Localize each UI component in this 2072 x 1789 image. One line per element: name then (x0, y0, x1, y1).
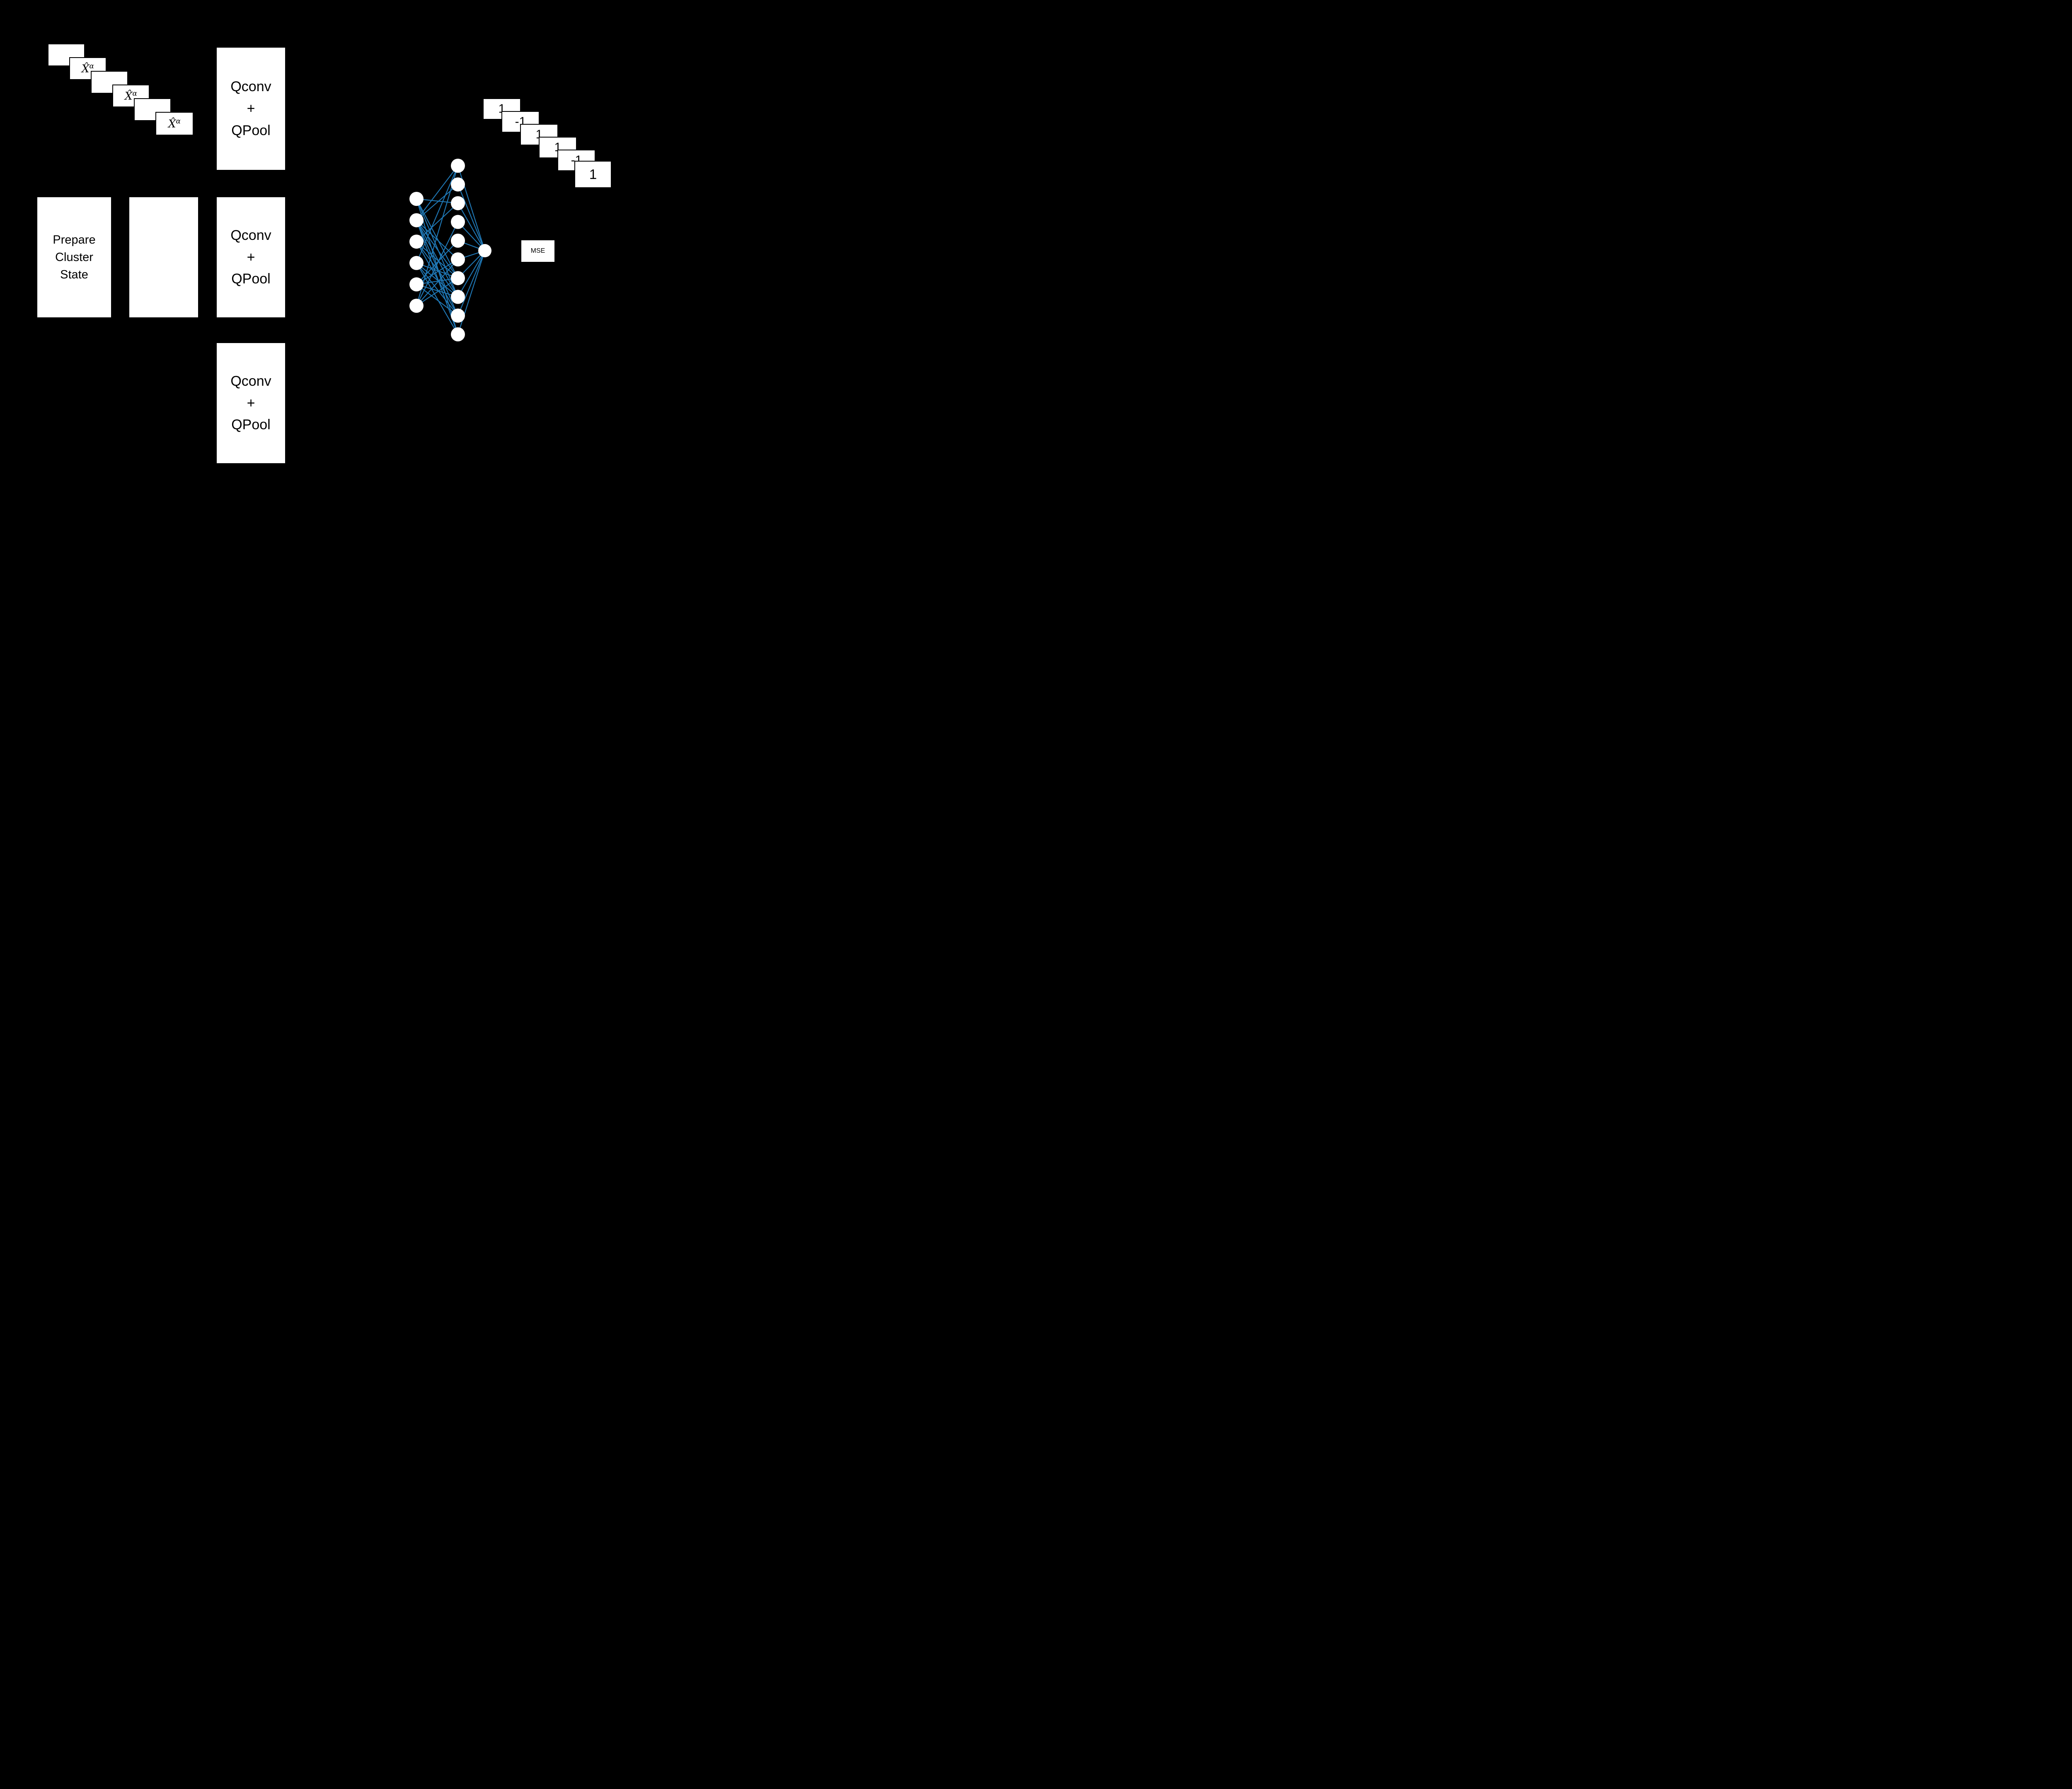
qconv-qpool-label: Qconv + QPool (230, 79, 271, 138)
input-node (409, 213, 424, 227)
hidden-node (451, 308, 465, 323)
network-edge (416, 222, 458, 306)
network-edge (416, 220, 458, 297)
network-edge (416, 198, 459, 297)
hidden-node (451, 327, 465, 341)
mse-label: MSE (530, 247, 545, 254)
network-edge (416, 165, 458, 221)
hidden-node (451, 271, 465, 285)
qconv-qpool-label: Qconv + QPool (230, 373, 271, 433)
measurement-value: 1 (589, 167, 597, 182)
input-node (409, 299, 424, 313)
network-edge (416, 278, 458, 306)
input-node (409, 235, 424, 249)
hidden-node (451, 252, 465, 267)
network-edge (416, 259, 458, 285)
input-node (409, 192, 424, 206)
network-edge (416, 220, 459, 316)
network-edge (416, 241, 458, 297)
network-edge (416, 165, 459, 306)
network-edge (457, 250, 486, 316)
input-node (409, 277, 424, 292)
network-edge (416, 284, 458, 297)
network-edge (416, 263, 458, 335)
neural-network (409, 159, 491, 341)
input-state-card: X̂α (69, 57, 107, 80)
input-node (409, 256, 424, 270)
network-edge (416, 262, 458, 297)
hidden-node (451, 233, 465, 248)
mse-block: MSE (521, 240, 554, 262)
hidden-node (451, 290, 465, 304)
qcnn-diagram: X̂α X̂α X̂α Qconv + QPool Prepare Cluste… (0, 0, 650, 503)
qconv-qpool-block-2: Qconv + QPool (217, 197, 285, 317)
network-edge (416, 240, 458, 285)
prepare-cluster-state-block: Prepare Cluster State (37, 197, 111, 317)
qconv-qpool-block-3: Qconv + QPool (217, 343, 285, 463)
network-edge (416, 198, 458, 278)
hidden-node (451, 215, 465, 229)
hidden-node (451, 196, 465, 210)
network-edge (416, 203, 458, 242)
network-edge (416, 262, 458, 279)
input-state-label: X̂α (125, 89, 137, 103)
prepare-cluster-state-label: Prepare Cluster State (53, 233, 96, 282)
qconv-qpool-label: Qconv + QPool (230, 227, 271, 287)
input-state-label: X̂α (168, 117, 181, 131)
network-edge (416, 165, 459, 264)
input-state-card: X̂α (155, 112, 194, 135)
output-node (478, 244, 491, 257)
hidden-node (451, 177, 465, 192)
hidden-node (451, 159, 465, 173)
network-edge (457, 184, 486, 251)
network-edge (416, 263, 458, 316)
network-edge (416, 259, 458, 306)
network-edge (457, 203, 485, 251)
network-edge (416, 284, 458, 316)
input-state-label: X̂α (82, 62, 94, 75)
network-edge (416, 220, 458, 260)
network-edge (416, 241, 458, 316)
measurement-card: 1 (574, 161, 612, 188)
empty-block (129, 197, 198, 317)
qconv-qpool-block-1: Qconv + QPool (217, 48, 285, 170)
network-edge (457, 250, 485, 297)
network-edge (416, 220, 458, 278)
input-state-card (48, 44, 85, 66)
